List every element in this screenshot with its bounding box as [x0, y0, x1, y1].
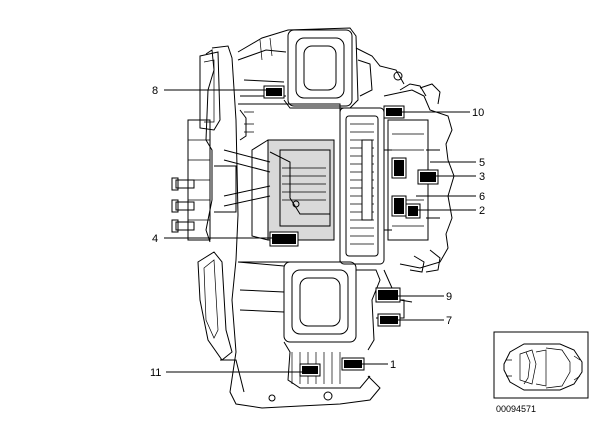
callout-11: 11 [150, 367, 161, 379]
callout-6: 6 [479, 191, 485, 203]
vehicle-inset [493, 331, 589, 399]
callout-5: 5 [479, 157, 485, 169]
heater-core [214, 103, 341, 263]
callout-7: 7 [446, 315, 452, 327]
callout-3: 3 [479, 171, 485, 183]
lower-blower [237, 261, 381, 402]
leader-lines [164, 89, 476, 373]
evaporator-core [339, 107, 385, 265]
callout-4: 4 [152, 233, 158, 245]
upper-blower [237, 27, 405, 109]
connectors [263, 85, 439, 377]
diagram-part-number: 00094571 [496, 404, 536, 414]
callout-2: 2 [479, 205, 485, 217]
callout-9: 9 [446, 291, 452, 303]
callout-8: 8 [152, 85, 158, 97]
right-pipe-assembly [376, 83, 455, 319]
callout-labels: 8 10 5 3 6 2 4 9 7 1 11 [150, 85, 485, 379]
callout-10: 10 [472, 107, 484, 119]
callout-1: 1 [390, 359, 396, 371]
